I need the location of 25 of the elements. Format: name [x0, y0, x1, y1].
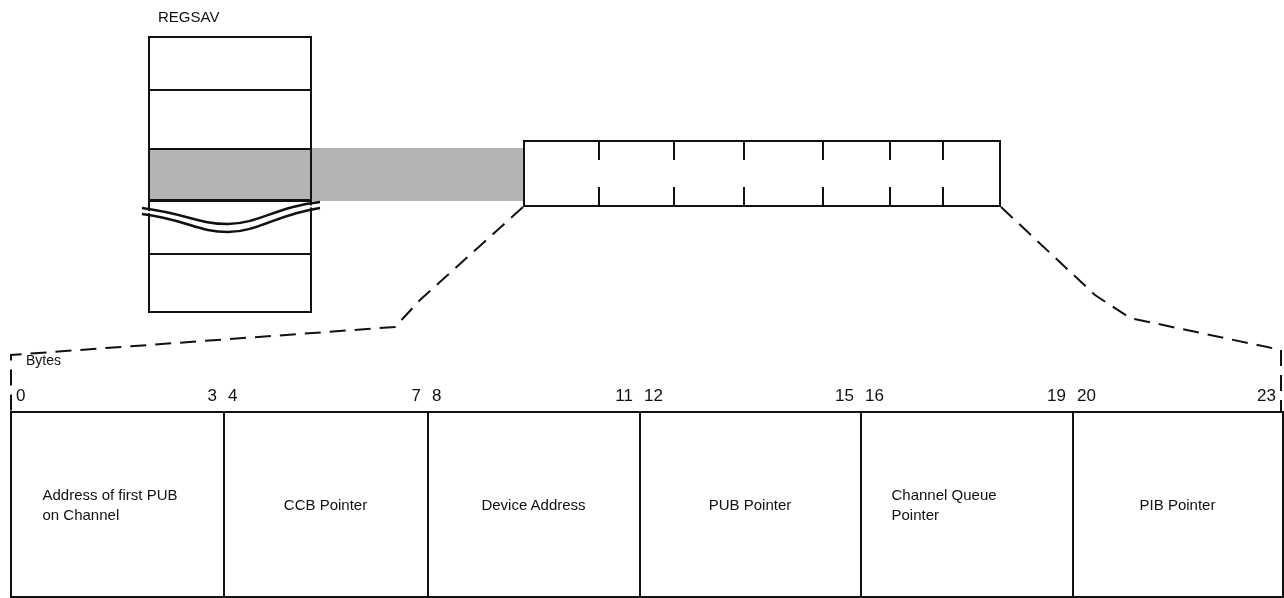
- byte-offset: 11: [615, 387, 633, 405]
- field-label: PIB Pointer: [1139, 494, 1216, 515]
- field-label: Channel Queue Pointer: [891, 484, 998, 525]
- byte-offset: 15: [835, 387, 854, 405]
- byte-offset: 16: [865, 387, 884, 405]
- field-label: CCB Pointer: [283, 494, 368, 515]
- register-field-strip: [523, 140, 1001, 207]
- field-label: PUB Pointer: [708, 494, 792, 515]
- byte-offset: 3: [207, 387, 217, 405]
- byte-offset: 19: [1047, 387, 1066, 405]
- table-heading: REGSAV: [158, 8, 220, 25]
- field-label: Device Address: [481, 494, 586, 515]
- byte-offset: 0: [16, 387, 26, 405]
- byte-offset: 12: [644, 387, 663, 405]
- byte-offset: 23: [1257, 387, 1276, 405]
- shaded-band-connector: [312, 148, 523, 201]
- byte-offset: 8: [432, 387, 442, 405]
- dashed-expansion-line: [1000, 206, 1282, 412]
- unit-label: Bytes: [26, 352, 61, 368]
- byte-offset: 4: [228, 387, 238, 405]
- dashed-expansion-line: [10, 206, 524, 412]
- byte-offset: 20: [1077, 387, 1096, 405]
- field-label: Address of first PUB on Channel: [42, 484, 179, 525]
- shaded-register-slot: [148, 148, 312, 201]
- byte-offset: 7: [411, 387, 421, 405]
